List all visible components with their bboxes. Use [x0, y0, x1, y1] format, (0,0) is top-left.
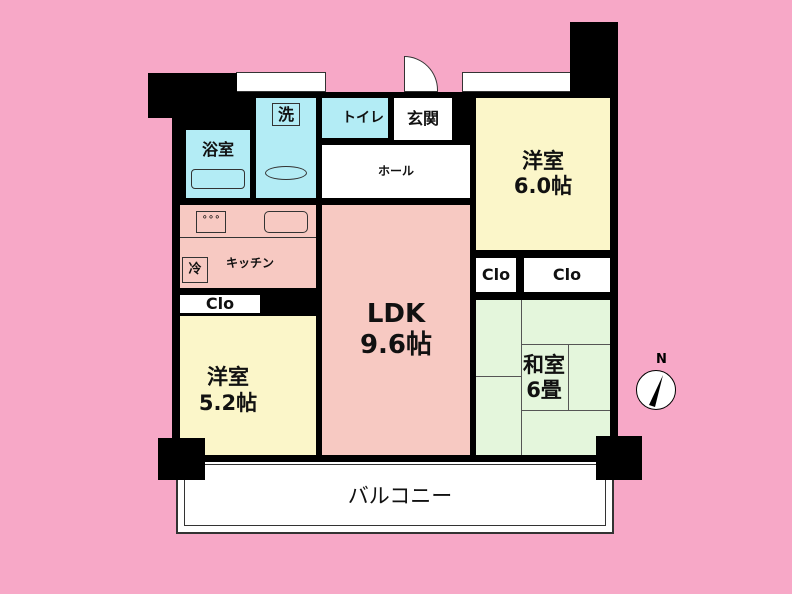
compass-north-label: N: [656, 352, 667, 367]
wash-basin: [265, 166, 307, 181]
tatami-lines: [521, 410, 610, 411]
compass-icon: [636, 370, 676, 410]
tatami-lines: [521, 344, 610, 345]
stove-icon: ∘∘∘: [196, 211, 226, 233]
closet-small: Clo: [476, 258, 516, 292]
bathtub: [191, 169, 245, 190]
pillar: [596, 436, 642, 480]
compass: N: [636, 352, 676, 412]
pillar: [158, 438, 205, 480]
counter-line: [180, 237, 316, 238]
fridge: 冷: [182, 257, 208, 283]
tatami-lines: [521, 300, 522, 455]
room-kitchen: ∘∘∘ 冷 キッチン: [180, 205, 316, 288]
room-washroom: 洗: [256, 98, 316, 198]
closet-left: Clo: [180, 294, 260, 313]
room-toilet: トイレ: [322, 98, 388, 138]
balcony-inner: [184, 464, 606, 526]
washing-machine: 洗: [271, 103, 300, 127]
pillar: [148, 73, 237, 118]
tatami-lines: [476, 376, 521, 377]
kitchen-label: キッチン: [225, 255, 274, 270]
top-ledge-right: [462, 72, 572, 92]
sink: [264, 211, 308, 233]
entrance-door: [404, 56, 438, 92]
balcony-label: バルコニー: [347, 484, 453, 509]
room-bath: 浴室: [186, 130, 250, 198]
top-ledge-left: [236, 72, 326, 92]
closet-right: Clo: [524, 258, 610, 292]
room-hall: ホール: [322, 145, 470, 198]
pillar: [570, 22, 618, 95]
room-entrance: 玄関: [394, 98, 452, 140]
tatami-lines: [568, 344, 569, 410]
